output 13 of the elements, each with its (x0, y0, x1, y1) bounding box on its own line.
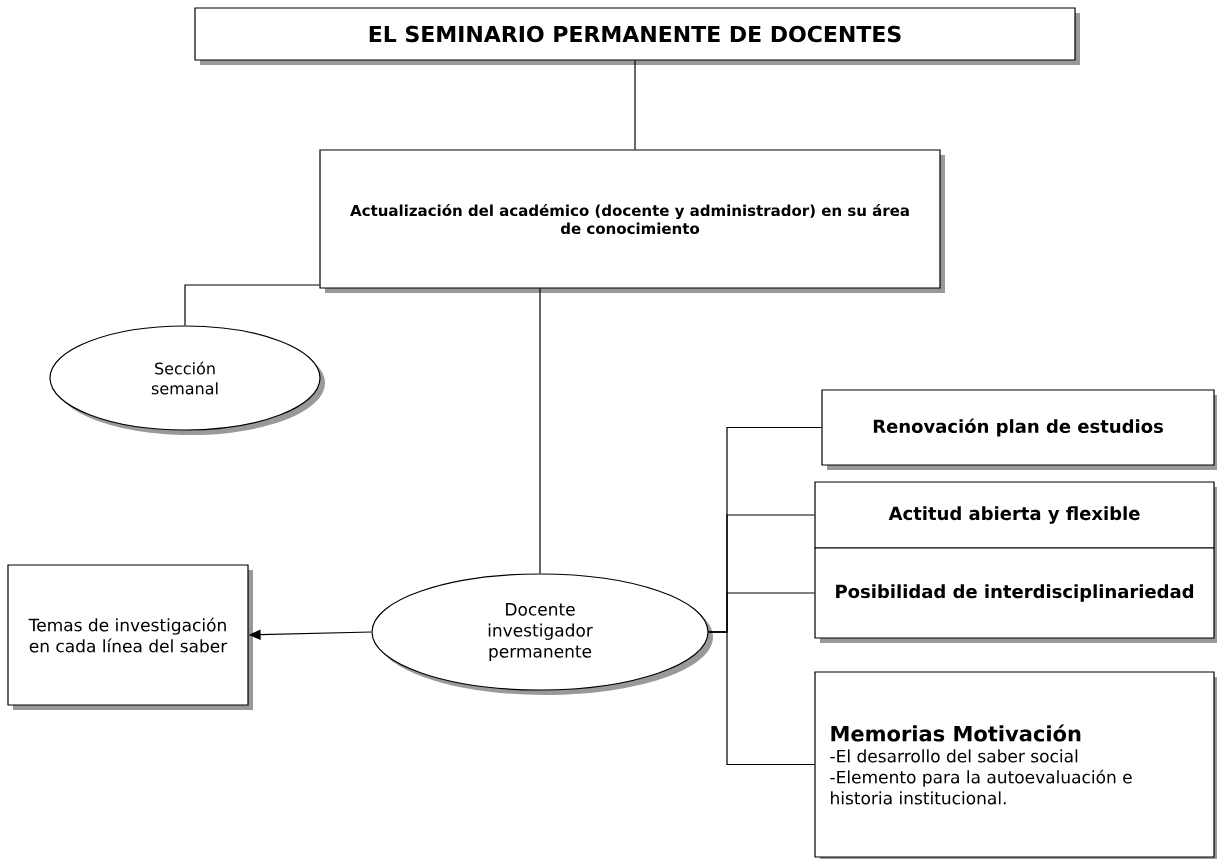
process-box: Renovación plan de estudios (821, 389, 1217, 470)
connector (539, 288, 541, 574)
connector (708, 631, 815, 766)
oval: Sección semanal (49, 325, 325, 435)
process-box: Actitud abierta y flexible (814, 481, 1217, 553)
connector (184, 284, 320, 326)
process-box: Posibilidad de interdisciplinariedad (814, 547, 1217, 643)
process-box: Temas de investigación en cada línea del saber (7, 564, 253, 710)
connector (634, 60, 636, 150)
oval: Docente investigador permanente (371, 573, 713, 695)
text-box: Memorias Motivación -El desarrollo del saber social -Elemento para la autoevaluación e historia institucional. (814, 671, 1217, 859)
process-box: Actualización del académico (docente y administrador) en su área de conocimiento (319, 149, 945, 293)
title-box: EL SEMINARIO PERMANENTE DE DOCENTES (194, 7, 1080, 65)
